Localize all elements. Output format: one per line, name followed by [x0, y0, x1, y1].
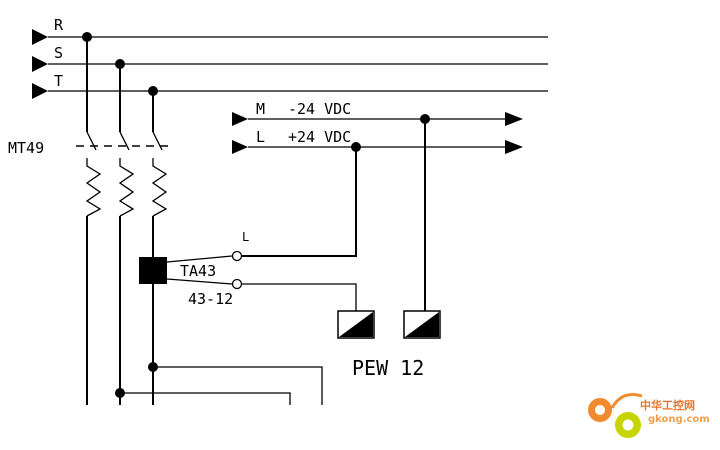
dc-minus-in-arrow — [232, 112, 248, 126]
watermark-logo: 中华工控网 gkong.com — [588, 393, 710, 438]
phase-bus: R S T — [32, 16, 548, 99]
terminal-l — [231, 250, 243, 262]
gear-icon — [588, 393, 643, 438]
breaker-mt49: MT49 — [8, 131, 170, 217]
dc-minus-out-arrow — [505, 112, 523, 126]
relay-model: 43-12 — [188, 290, 233, 308]
sensor-fill-1 — [339, 312, 373, 337]
dc-supply: M -24 VDC L +24 VDC — [232, 100, 523, 154]
thermal-element-1 — [85, 158, 102, 217]
watermark-name: 中华工控网 — [640, 398, 695, 412]
phase-drops — [86, 37, 154, 132]
thermal-element-3 — [151, 158, 168, 217]
phase-t-arrow — [32, 83, 48, 99]
dc-plus-terminal: L — [256, 128, 265, 146]
phase-t-label: T — [54, 72, 63, 90]
watermark-url: gkong.com — [648, 414, 710, 425]
terminal-out — [231, 278, 243, 290]
sensor-pew12: PEW 12 — [337, 119, 441, 380]
sensor-fill-2 — [405, 312, 439, 337]
relay-ta43: TA43 43-12 L — [139, 147, 357, 311]
phase-r-arrow — [32, 29, 48, 45]
dc-plus-in-arrow — [232, 140, 248, 154]
relay-block — [139, 257, 167, 284]
motor-feeders — [86, 216, 323, 405]
dc-plus-out-arrow — [505, 140, 523, 154]
dc-minus-value: -24 VDC — [288, 100, 351, 118]
dc-minus-terminal: M — [256, 100, 265, 118]
relay-label: TA43 — [180, 262, 216, 280]
phase-s-label: S — [54, 44, 63, 62]
relay-terminal-label: L — [242, 230, 249, 244]
dc-plus-value: +24 VDC — [288, 128, 351, 146]
phase-s-arrow — [32, 56, 48, 72]
sensor-label: PEW 12 — [352, 356, 424, 380]
thermal-element-2 — [118, 158, 135, 217]
phase-r-label: R — [54, 16, 64, 34]
breaker-label: MT49 — [8, 139, 44, 157]
